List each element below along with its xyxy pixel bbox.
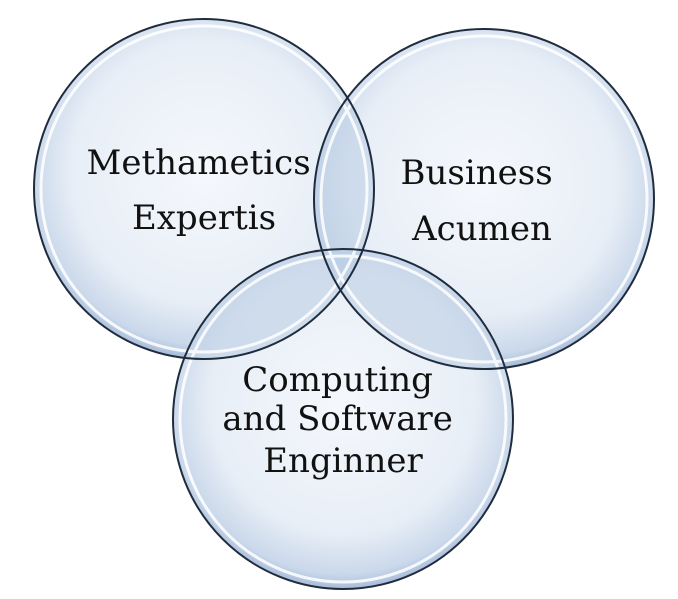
- math-label: Methametics Expertis: [87, 143, 322, 238]
- computing-label-line-3: Enginner: [263, 441, 423, 481]
- business-label: Business Acumen: [401, 153, 564, 249]
- business-label-line-2: Acumen: [411, 209, 552, 249]
- business-label-line-1: Business: [401, 153, 553, 193]
- overlap-business-computing: [314, 249, 513, 369]
- overlap-math-computing: [173, 249, 374, 359]
- circle-outlines: [33, 18, 655, 590]
- math-label-line-1: Methametics: [87, 143, 311, 183]
- inner-rings: [39, 24, 649, 584]
- computing-label-line-1: Computing: [242, 360, 433, 400]
- computing-label: Computing and Software Enginner: [222, 360, 463, 481]
- computing-label-line-2: and Software: [222, 399, 453, 439]
- math-label-line-2: Expertis: [132, 198, 276, 238]
